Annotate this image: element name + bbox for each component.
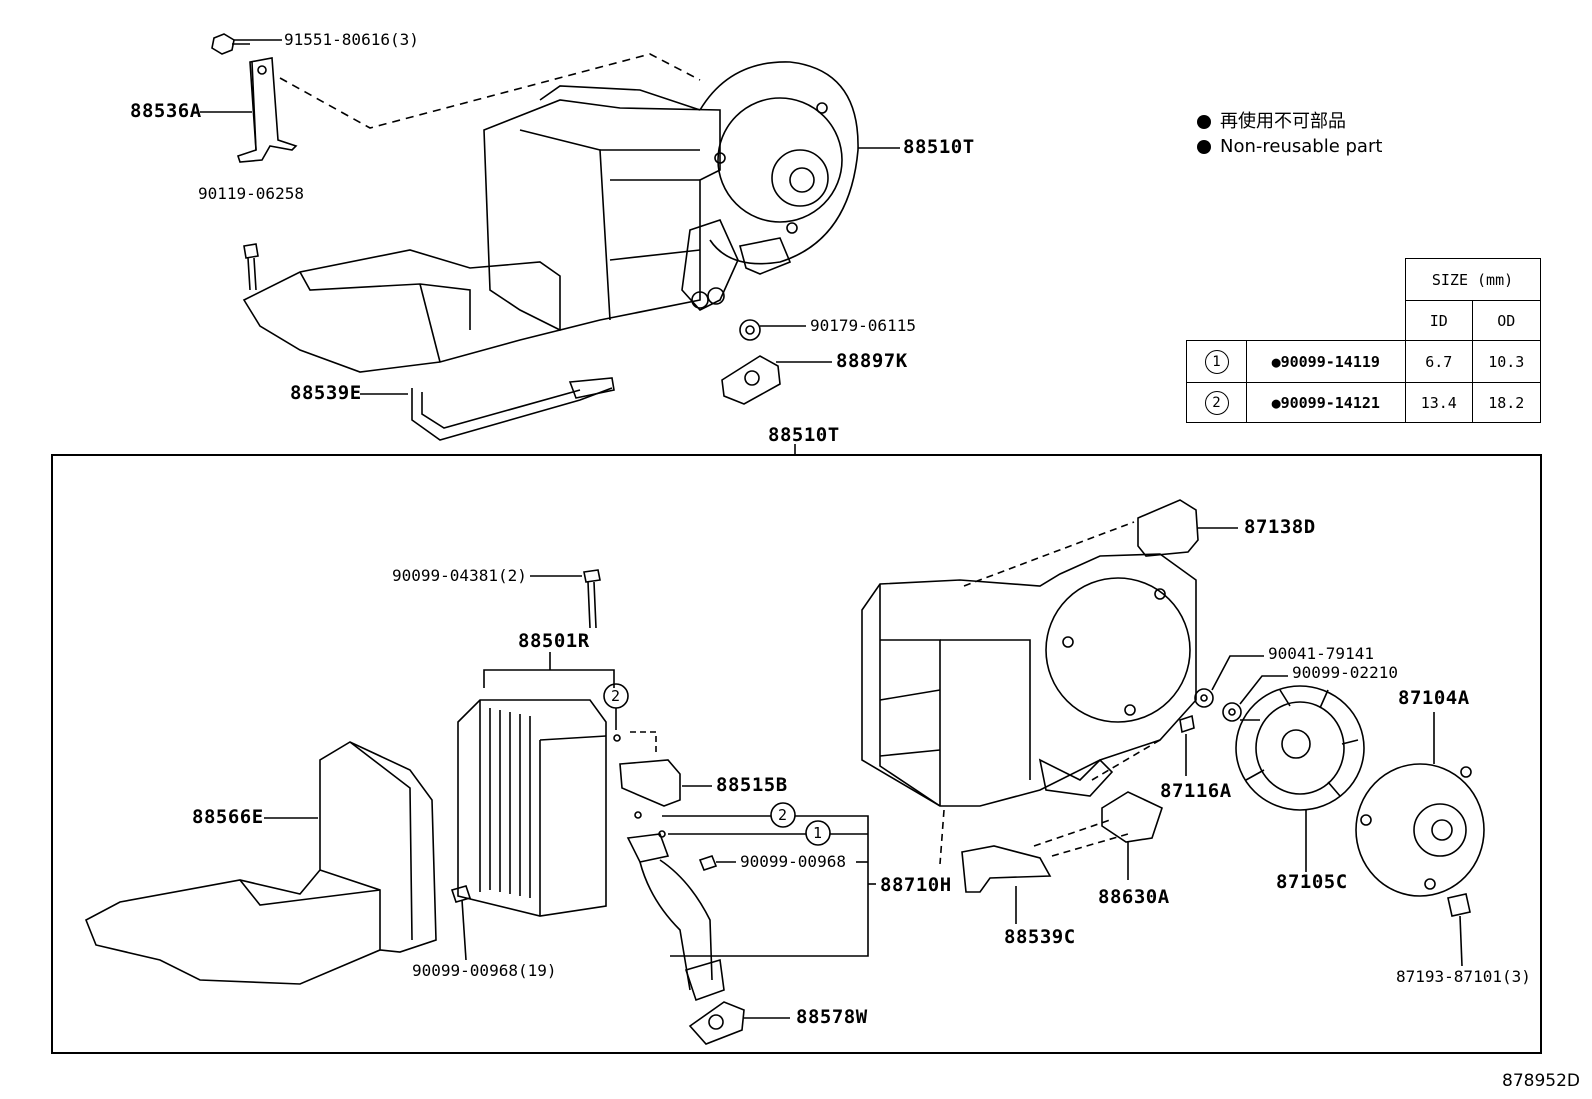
table-row: 2 ●90099-14121 13.4 18.2 (1186, 382, 1541, 423)
label-88630A: 88630A (1098, 886, 1170, 908)
row-od: 18.2 (1472, 382, 1541, 423)
callout-1-pipe: 1 (813, 824, 823, 842)
label-90041-79141: 90041-79141 (1268, 644, 1374, 663)
label-88539C: 88539C (1004, 926, 1076, 948)
callout-2-pipe: 2 (778, 806, 788, 824)
table-row: 1 ●90099-14119 6.7 10.3 (1186, 340, 1541, 383)
label-91551-80616: 91551-80616(3) (284, 30, 419, 49)
label-87116A: 87116A (1160, 780, 1232, 802)
legend-en: Non-reusable part (1220, 136, 1383, 157)
row-od: 10.3 (1472, 340, 1541, 383)
label-88536A: 88536A (130, 100, 202, 122)
label-88897K: 88897K (836, 350, 908, 372)
label-90099-00968-19: 90099-00968(19) (412, 961, 557, 980)
row-part: 90099-14121 (1280, 393, 1380, 412)
lower-exploded-drawing (84, 499, 1485, 1045)
top-blower-assembly-drawing (200, 33, 900, 441)
sub-assembly-box (51, 454, 1542, 1054)
row-part: 90099-14119 (1280, 352, 1380, 371)
row-number: 2 (1204, 390, 1229, 415)
label-90099-04381: 90099-04381(2) (392, 566, 527, 585)
label-87104A: 87104A (1398, 687, 1470, 709)
legend-jp: 再使用不可部品 (1220, 111, 1346, 132)
label-88539E: 88539E (290, 382, 362, 404)
label-88710H: 88710H (880, 874, 952, 896)
label-88515B: 88515B (716, 774, 788, 796)
label-90179-06115: 90179-06115 (810, 316, 916, 335)
label-88566E: 88566E (192, 806, 264, 828)
label-88578W: 88578W (796, 1006, 868, 1028)
label-88501R: 88501R (518, 630, 590, 652)
size-table: SIZE (mm) ID OD 1 ●90099-14119 6.7 10.3 … (1186, 258, 1541, 423)
row-id: 6.7 (1404, 340, 1473, 383)
row-number: 1 (1204, 349, 1229, 374)
label-90119-06258: 90119-06258 (198, 184, 304, 203)
label-87138D: 87138D (1244, 516, 1316, 538)
label-90099-00968: 90099-00968 (740, 852, 846, 871)
callout-2-evaporator: 2 (611, 687, 621, 705)
label-90099-02210: 90099-02210 (1292, 663, 1398, 682)
col-id: ID (1404, 300, 1473, 341)
row-id: 13.4 (1404, 382, 1473, 423)
label-88510T-box: 88510T (768, 424, 840, 446)
label-88510T-top: 88510T (903, 136, 975, 158)
figure-id: 878952D (1502, 1071, 1580, 1091)
label-87105C: 87105C (1276, 871, 1348, 893)
label-87193-87101: 87193-87101(3) (1396, 967, 1531, 986)
col-od: OD (1472, 300, 1541, 341)
size-header: SIZE (mm) (1404, 258, 1541, 301)
